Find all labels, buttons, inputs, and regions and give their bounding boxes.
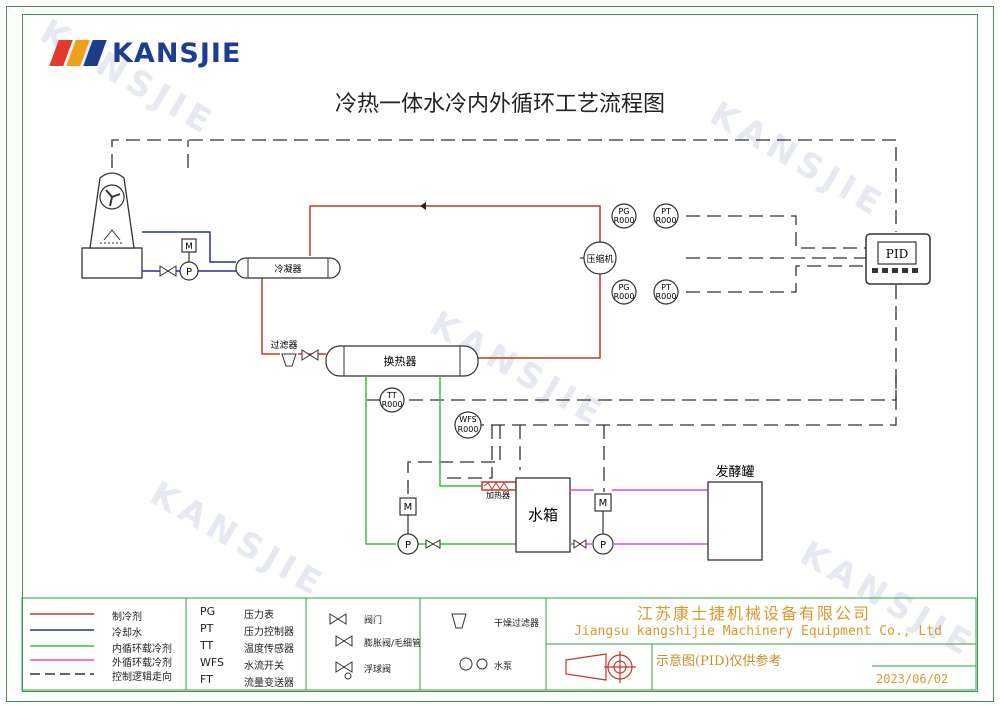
gauges (611, 203, 679, 305)
legend-water-pump: 水泵 (494, 662, 513, 672)
abbr-desc: 温度传感器 (244, 644, 294, 655)
wfs-value: R000 (458, 425, 479, 434)
filter-label: 过滤器 (270, 339, 297, 351)
outer-pump-assembly (592, 493, 614, 555)
reference-note: 示意图(PID)仅供参考 (656, 654, 782, 669)
cooling-tower (81, 172, 143, 279)
legend-refrigerant: 制冷剂 (112, 612, 142, 623)
water-tank (515, 477, 571, 553)
pg-bottom-value: R000 (614, 292, 635, 301)
tt-label: TT (386, 391, 397, 400)
legend-cooling-water: 冷却水 (112, 628, 142, 639)
abbr-desc: 压力控制器 (244, 627, 294, 638)
company-name-cn: 江苏康士捷机械设备有限公司 (636, 604, 871, 623)
pg-bottom-label: PG (618, 283, 629, 292)
abbr-code: PT (200, 622, 214, 635)
diagram-title: 冷热一体水冷内外循环工艺流程图 (334, 92, 665, 117)
pid-label: PID (886, 247, 908, 261)
legend-float-valve: 浮球阀 (364, 665, 392, 675)
filter-icon (281, 353, 297, 367)
valve-icon (425, 539, 441, 549)
legend-outer-circulation: 外循环载冷剂 (112, 658, 172, 669)
legend-line-samples (30, 613, 94, 675)
tt-value: R000 (382, 400, 403, 409)
heater-label: 加热器 (486, 490, 510, 500)
compressor-label: 压缩机 (586, 253, 613, 265)
outer-motor-label: M (599, 498, 608, 509)
legend-table (21, 597, 977, 691)
company-name-en: Jiangsu kangshijie Machinery Equipment C… (574, 624, 942, 639)
abbr-code: WFS (200, 656, 224, 669)
legend-dry-filter: 干燥过滤器 (494, 619, 540, 629)
legend-expansion-valve: 膨胀阀/毛细管 (364, 639, 422, 649)
inner-frame (22, 14, 978, 692)
outer-pump-label: P (600, 540, 606, 551)
inner-motor-label: M (404, 502, 413, 513)
valve-icon (573, 539, 587, 549)
compressor (583, 241, 617, 275)
pid-controller (865, 233, 931, 285)
sensors (379, 387, 482, 439)
heater (481, 481, 517, 491)
pt-top-value: R000 (656, 216, 677, 225)
expansion-valve-icon (301, 349, 319, 361)
legend-valve: 阀门 (364, 616, 383, 626)
abbr-desc: 水流开关 (244, 661, 284, 672)
refrigerant-lines (261, 205, 601, 359)
inner-pump-assembly (397, 497, 419, 555)
cooling-pump-assembly (179, 238, 199, 281)
logo-brand-text: KANSJIE (112, 37, 242, 69)
cooling-motor-label: M (185, 242, 193, 252)
fermenter (707, 481, 763, 561)
pg-top-label: PG (618, 207, 629, 216)
cooling-pump-label: P (186, 267, 192, 278)
pt-bottom-value: R000 (656, 292, 677, 301)
pt-bottom-label: PT (661, 283, 671, 292)
heat-exchanger (325, 345, 479, 377)
legend-other-symbols (451, 613, 488, 671)
condenser (235, 257, 341, 279)
control-lines (111, 139, 897, 498)
abbr-desc: 流量变送器 (244, 678, 294, 689)
abbr-code: PG (200, 605, 216, 618)
legend-control-logic: 控制逻辑走向 (112, 672, 172, 683)
company-drawing-icon (565, 651, 636, 683)
company-logo: KANSJIE (49, 37, 242, 69)
abbr-code: TT (200, 639, 214, 652)
pg-top-value: R000 (614, 216, 635, 225)
outer-frame (6, 6, 994, 702)
valve-icon (159, 265, 177, 277)
drawing-date: 2023/06/02 (876, 672, 949, 686)
heat-exchanger-label: 换热器 (384, 354, 417, 368)
legend-inner-circulation: 内循环载冷剂 (112, 644, 172, 655)
water-tank-label: 水箱 (528, 506, 558, 524)
wfs-label: WFS (459, 415, 476, 424)
abbr-desc: 压力表 (244, 610, 274, 621)
pt-top-label: PT (661, 207, 671, 216)
outer-circulation-lines (570, 489, 708, 545)
legend-valve-symbols (329, 613, 353, 680)
abbr-code: FT (200, 673, 213, 686)
condenser-label: 冷凝器 (274, 263, 301, 275)
flow-arrow-icon (420, 202, 426, 210)
inner-pump-label: P (405, 540, 411, 551)
fermenter-label: 发酵罐 (715, 464, 754, 480)
